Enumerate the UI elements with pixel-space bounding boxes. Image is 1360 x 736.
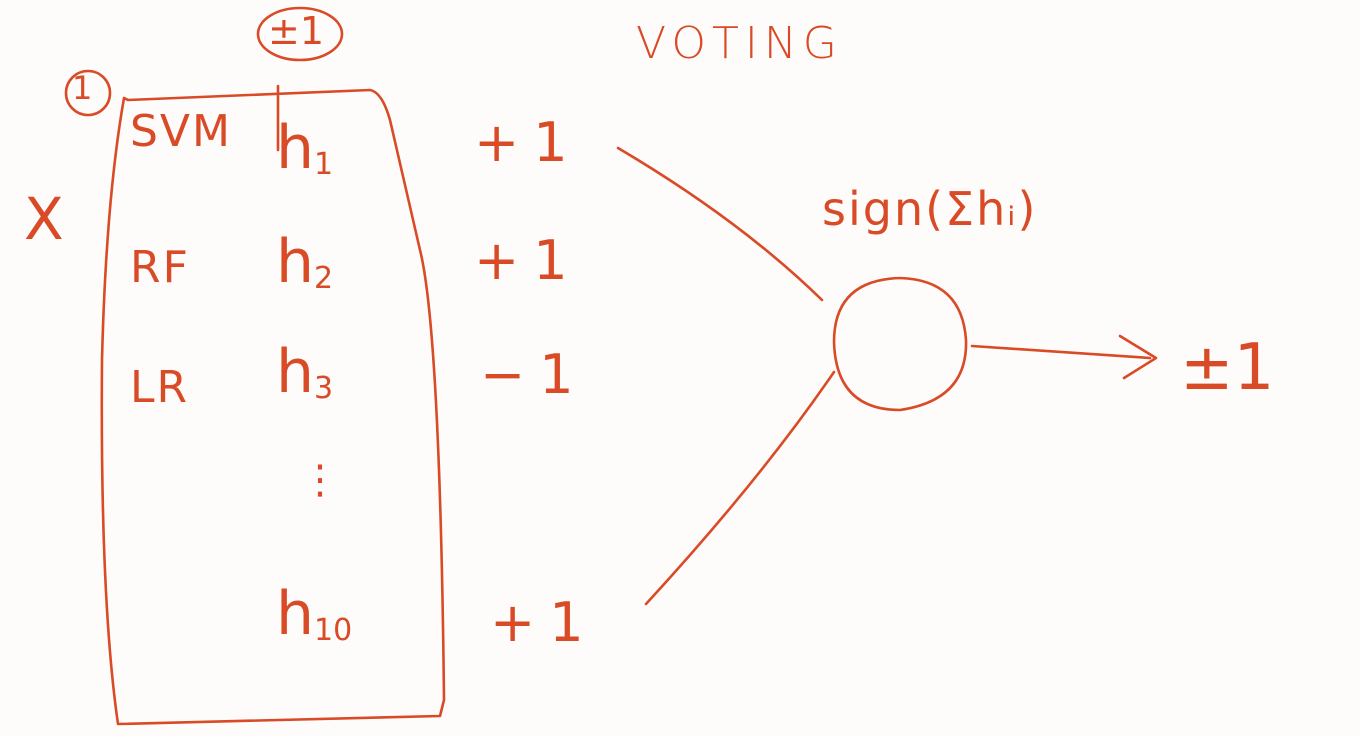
output-arrow-shaft [970,344,1152,360]
model-name-1: SVM [130,106,232,157]
edge-bottom [644,370,836,606]
final-output: ±1 [1180,331,1275,405]
voting-node [832,276,968,412]
vote-10: +1 [490,591,598,654]
ensemble-box [100,88,446,726]
voting-title: VOTING [636,18,843,69]
aggregator-formula: sign(Σhᵢ) [822,182,1038,236]
header-index-circle [64,69,112,117]
hypothesis-2: h2 [276,227,334,297]
output-arrow-head [1118,334,1158,380]
edge-top [616,146,824,302]
header-output-label: ±1 [268,9,325,53]
model-name-2: RF [130,242,190,293]
hypothesis-1: h1 [276,113,334,183]
model-name-3: LR [130,362,190,413]
header-index-label: 1 [72,69,93,107]
header-output-circle [256,6,344,62]
hypothesis-3: h3 [276,337,334,407]
vote-2: +1 [474,229,582,292]
vote-1: +1 [474,111,582,174]
hypothesis-10: h10 [276,579,353,649]
vote-3: −1 [480,343,588,406]
ellipsis: ⋮ [300,457,340,503]
input-label: X [24,185,64,253]
